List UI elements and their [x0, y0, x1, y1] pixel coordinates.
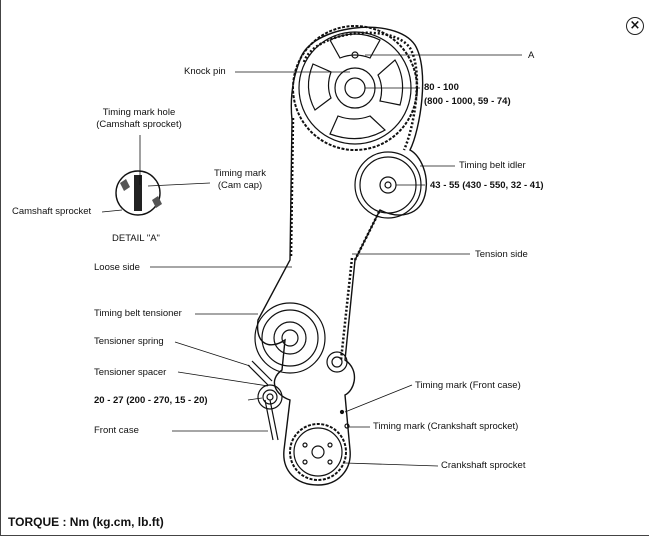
label-cam-torque-1: 80 - 100 [424, 82, 459, 93]
label-loose-side: Loose side [94, 262, 140, 273]
label-knock-pin: Knock pin [184, 66, 226, 77]
label-front-case: Front case [94, 425, 139, 436]
label-tensioner-spring: Tensioner spring [94, 336, 164, 347]
leader-lines [101, 54, 522, 467]
timing-belt-teeth [289, 31, 419, 361]
timing-mark-crank [344, 423, 350, 429]
label-camshaft-sprocket: Camshaft sprocket [12, 206, 92, 217]
timing-mark-front-case [339, 409, 345, 415]
tensioner-bolt [326, 351, 348, 373]
timing-belt-tensioner [254, 302, 326, 374]
close-icon[interactable]: × [626, 17, 644, 35]
label-a: A [528, 50, 535, 61]
label-timing-mark-crank: Timing mark (Crankshaft sprocket) [373, 421, 519, 432]
label-idler-torque: 43 - 55 (430 - 550, 32 - 41) [430, 180, 544, 191]
label-crankshaft-sprocket: Crankshaft sprocket [441, 460, 526, 471]
tensioner-spring [247, 360, 279, 441]
label-timing-mark-hole-2: (Camshaft sprocket) [96, 119, 182, 130]
label-timing-belt-idler: Timing belt idler [459, 160, 526, 171]
detail-a-view [115, 170, 162, 216]
crankshaft-sprocket [289, 423, 347, 481]
label-timing-belt-tensioner: Timing belt tensioner [94, 308, 182, 319]
label-tension-side: Tension side [475, 249, 528, 260]
tensioner-spacer [257, 384, 283, 410]
label-detail-a: DETAIL "A" [112, 233, 160, 244]
label-cam-torque-2: (800 - 1000, 59 - 74) [424, 96, 511, 107]
torque-legend: TORQUE : Nm (kg.cm, lb.ft) [8, 515, 164, 529]
label-timing-mark-cam-2: (Cam cap) [217, 180, 263, 191]
timing-belt [256, 26, 427, 486]
label-timing-mark-cam-1: Timing mark [214, 168, 266, 179]
label-tensioner-spacer: Tensioner spacer [94, 367, 167, 378]
label-tensioner-torque: 20 - 27 (200 - 270, 15 - 20) [94, 395, 208, 406]
knock-pin [351, 51, 359, 59]
label-timing-mark-front-case: Timing mark (Front case) [415, 380, 521, 391]
label-timing-mark-hole-1: Timing mark hole [102, 107, 176, 118]
